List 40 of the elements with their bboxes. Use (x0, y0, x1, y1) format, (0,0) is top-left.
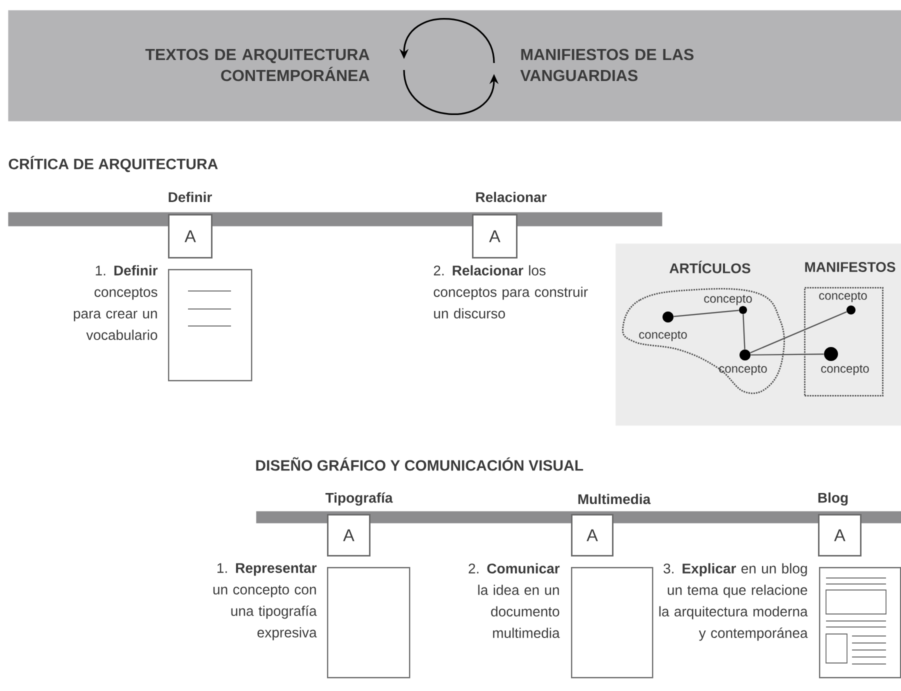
connector-line (674, 310, 739, 318)
step-description: 2. Relacionar los conceptos para construir un discurso (434, 265, 588, 318)
document-box (327, 567, 410, 678)
banner-band (8, 10, 901, 122)
timeline-label: Tipografía (325, 492, 393, 506)
concept-dot (846, 306, 856, 314)
document-drawing (168, 269, 252, 382)
document-box (571, 567, 654, 678)
letter-box: A (818, 514, 862, 556)
connector-line (750, 354, 824, 356)
section-heading: DISEÑO GRÁFICO Y COMUNICACIÓN VISUAL (256, 457, 584, 471)
step-description: 1. Definir conceptos para crear un vocabulario (74, 265, 158, 340)
concept-label: concepto (819, 292, 867, 302)
concept-map-panel (616, 244, 901, 426)
letter-box: A (168, 214, 212, 258)
connector-line (750, 311, 847, 354)
section-heading: CRÍTICA DE ARQUITECTURA (8, 156, 218, 172)
timeline-label: Blog (818, 492, 848, 506)
concept-dot (662, 312, 674, 322)
region-heading: MANIFESTOS (805, 262, 896, 272)
concept-label: concepto (704, 294, 752, 306)
web-page-drawing (819, 567, 901, 678)
concept-label: concepto (821, 364, 869, 376)
concept-dot (740, 350, 750, 360)
concept-dot (739, 306, 747, 314)
step-description: 1. Representar un concepto con una tipografía expresiva (213, 563, 317, 640)
concept-dot (824, 347, 838, 361)
timeline-label: Relacionar (476, 192, 547, 202)
step-description: 3. Explicar en un blog un tema que relacione la arquitectura moderna y contemporánea (659, 563, 808, 641)
region-heading: ARTÍCULOS (670, 260, 750, 274)
letter-box: A (571, 514, 614, 556)
timeline-label: Multimedia (578, 494, 651, 504)
connector-line (742, 314, 746, 350)
topic-title: MANIFIESTOS DE LAS VANGUARDIAS (520, 48, 694, 82)
step-description: 2. Comunicar la idea en un documento multimedia (468, 563, 560, 638)
timeline-label: Definir (168, 192, 212, 202)
topic-title: TEXTOS DE ARQUITECTURA CONTEMPORÁNEA (145, 48, 370, 82)
letter-box: A (327, 514, 370, 556)
letter-box: A (472, 214, 518, 258)
concept-label: concepto (639, 330, 687, 342)
